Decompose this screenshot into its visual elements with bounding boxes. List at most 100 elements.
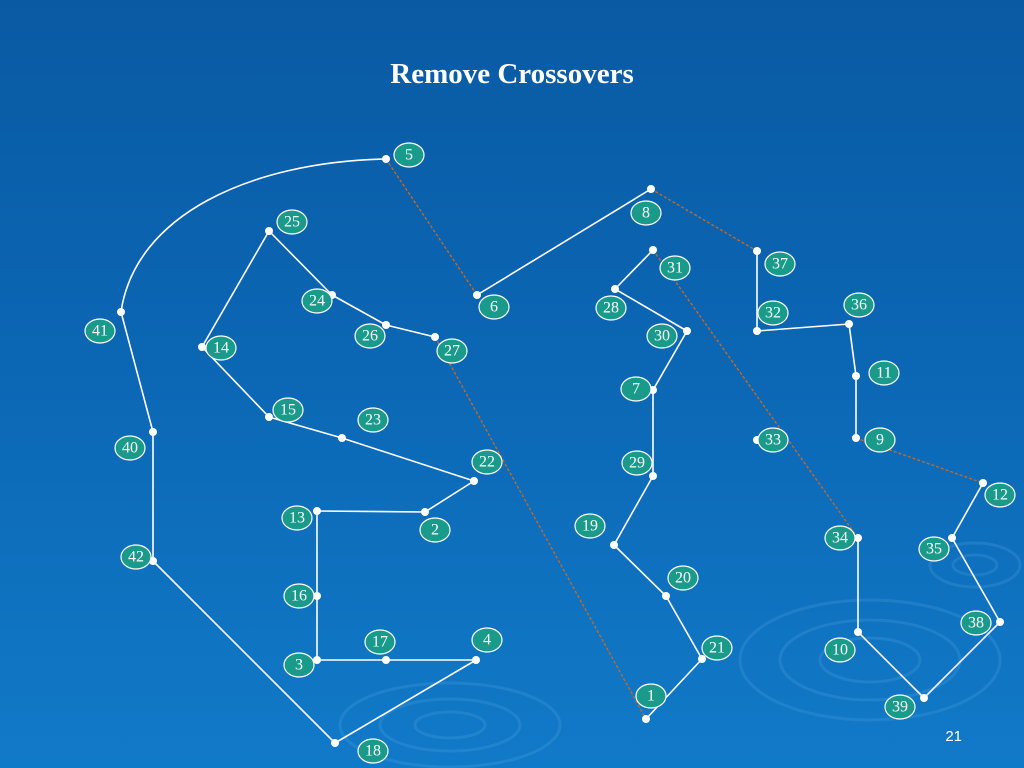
label-text: 3 — [295, 657, 303, 674]
node-25-dot — [265, 227, 273, 235]
label-badge — [824, 525, 856, 551]
label-text: 21 — [709, 640, 725, 657]
node-7-label: 7 — [620, 376, 652, 402]
node-35-dot — [948, 534, 956, 542]
city-labels: 1234567891011121314151617181920212223242… — [84, 142, 1016, 764]
node-38-label: 38 — [960, 610, 992, 636]
node-37-label: 37 — [764, 251, 796, 277]
label-badge — [757, 300, 789, 326]
node-40-label: 40 — [114, 435, 146, 461]
node-18-label: 18 — [357, 738, 389, 764]
node-37-dot — [753, 247, 761, 255]
node-28-label: 28 — [595, 295, 627, 321]
tour-edge-21-1 — [645, 658, 703, 720]
node-11-dot — [852, 372, 860, 380]
node-24-label: 24 — [301, 288, 333, 314]
tour-edge-13-2 — [316, 510, 426, 513]
label-badge — [205, 335, 237, 361]
label-text: 15 — [280, 402, 296, 419]
node-32-dot — [753, 327, 761, 335]
node-26-dot — [382, 321, 390, 329]
label-text: 19 — [582, 518, 598, 535]
node-16-label: 16 — [283, 583, 315, 609]
node-40-dot — [149, 428, 157, 436]
label-text: 41 — [92, 323, 108, 340]
label-badge — [595, 295, 627, 321]
node-11-label: 11 — [868, 360, 900, 386]
label-badge — [960, 610, 992, 636]
label-text: 14 — [213, 340, 229, 357]
tour-edge-29-19 — [613, 475, 654, 546]
node-34-label: 34 — [824, 525, 856, 551]
label-text: 5 — [405, 147, 413, 164]
node-39-label: 39 — [884, 694, 916, 720]
node-21-dot — [698, 655, 706, 663]
label-text: 1 — [647, 688, 655, 705]
node-30-dot — [683, 327, 691, 335]
node-22-dot — [470, 477, 478, 485]
node-2-label: 2 — [419, 517, 451, 543]
label-text: 37 — [772, 256, 788, 273]
tour-edge-2-22 — [424, 480, 475, 513]
node-20-label: 20 — [667, 565, 699, 591]
node-42-label: 42 — [120, 544, 152, 570]
label-text: 13 — [289, 510, 305, 527]
node-3-dot — [313, 656, 321, 664]
node-4-dot — [472, 656, 480, 664]
label-text: 9 — [876, 432, 884, 449]
label-badge — [984, 482, 1016, 508]
node-17-dot — [382, 656, 390, 664]
label-text: 29 — [629, 455, 645, 472]
label-text: 31 — [667, 260, 683, 277]
node-19-dot — [610, 541, 618, 549]
label-badge — [419, 517, 451, 543]
label-text: 34 — [832, 530, 848, 547]
tour-edge-38-39 — [923, 621, 1001, 699]
tour-edge-14-25 — [201, 230, 270, 348]
label-text: 39 — [892, 699, 908, 716]
label-badge — [283, 583, 315, 609]
label-text: 12 — [992, 487, 1008, 504]
node-32-label: 32 — [757, 300, 789, 326]
node-21-label: 21 — [701, 635, 733, 661]
label-text: 20 — [675, 570, 691, 587]
node-5-label: 5 — [393, 142, 425, 168]
node-5-dot — [382, 155, 390, 163]
label-text: 26 — [362, 328, 378, 345]
label-text: 22 — [479, 454, 495, 471]
tour-edge-19-20 — [613, 544, 667, 597]
label-text: 25 — [284, 214, 300, 231]
label-text: 28 — [603, 300, 619, 317]
node-8-label: 8 — [630, 200, 662, 226]
label-badge — [114, 435, 146, 461]
label-badge — [843, 292, 875, 318]
label-text: 7 — [632, 381, 640, 398]
node-6-label: 6 — [478, 294, 510, 320]
label-badge — [436, 338, 468, 364]
label-text: 11 — [876, 365, 891, 382]
water-ripple-decoration — [338, 541, 1022, 768]
node-4-label: 4 — [471, 627, 503, 653]
node-8-dot — [647, 185, 655, 193]
removed-edge-27-1 — [434, 336, 647, 720]
node-29-dot — [649, 472, 657, 480]
node-22-label: 22 — [471, 449, 503, 475]
label-text: 24 — [309, 293, 325, 310]
label-text: 38 — [968, 615, 984, 632]
node-29-label: 29 — [621, 450, 653, 476]
label-text: 36 — [851, 297, 867, 314]
label-text: 18 — [365, 743, 381, 760]
node-38-dot — [996, 618, 1004, 626]
node-14-label: 14 — [205, 335, 237, 361]
tour-edge-5-41 — [120, 158, 387, 313]
node-31-dot — [649, 246, 657, 254]
label-badge — [357, 738, 389, 764]
label-badge — [478, 294, 510, 320]
label-text: 40 — [122, 440, 138, 457]
node-41-dot — [117, 308, 125, 316]
label-badge — [630, 200, 662, 226]
label-badge — [301, 288, 333, 314]
label-badge — [620, 376, 652, 402]
tour-edge-36-11 — [848, 323, 857, 377]
